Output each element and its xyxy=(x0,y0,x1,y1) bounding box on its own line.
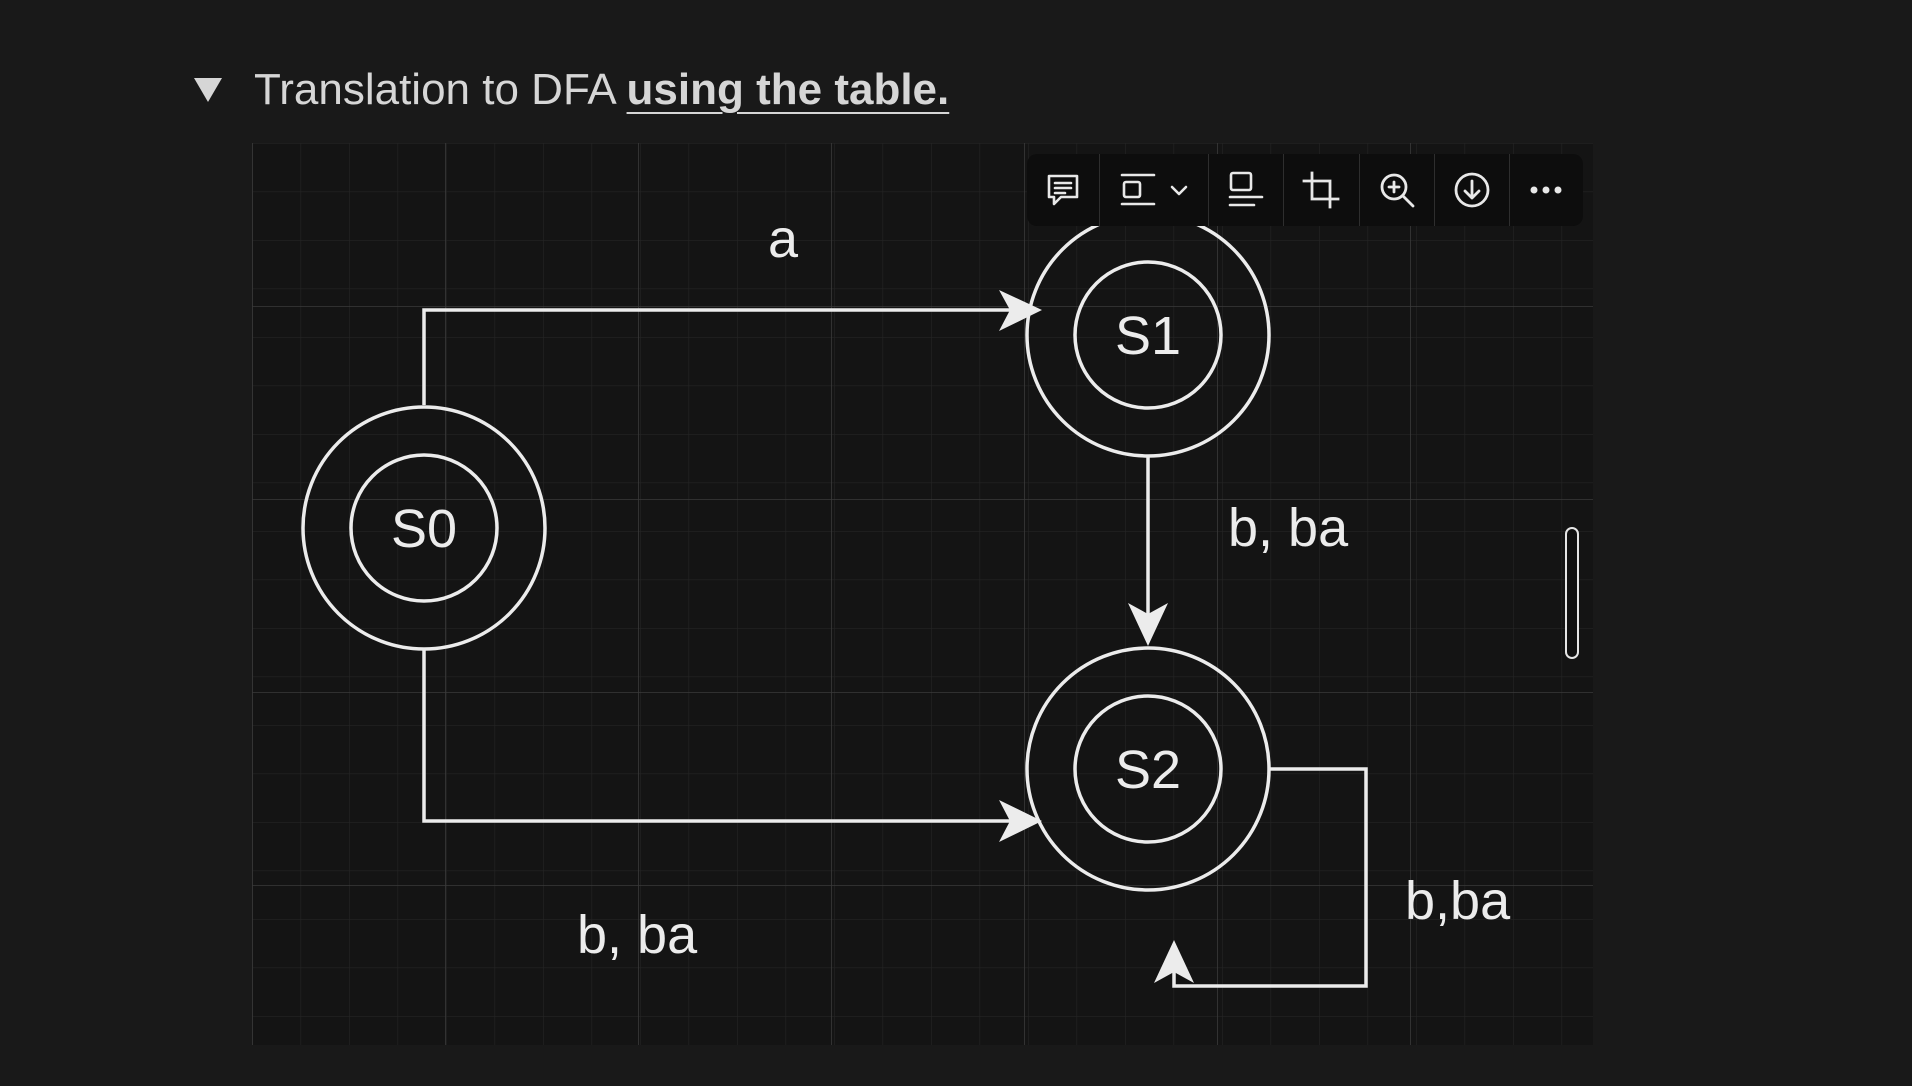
state-s0-label: S0 xyxy=(391,499,457,559)
state-s1-label: S1 xyxy=(1115,306,1181,366)
state-s1-inner xyxy=(1073,260,1223,410)
arrowhead-s0-s2 xyxy=(999,800,1042,842)
state-s0-inner xyxy=(349,453,499,603)
more-button[interactable] xyxy=(1510,154,1583,226)
comment-button[interactable] xyxy=(1027,154,1101,226)
comment-icon xyxy=(1047,174,1079,206)
heading-bold-link[interactable]: using the table. xyxy=(626,65,950,114)
state-s2-outer xyxy=(1025,646,1271,892)
edge-label-s0-s2: b, ba xyxy=(577,905,698,965)
edge-s2-loop xyxy=(1172,767,1368,988)
edge-s0-s1 xyxy=(422,308,1027,405)
toggle-block: Translation to DFA using the table. xyxy=(190,62,949,118)
align-dropdown-button[interactable] xyxy=(1100,154,1209,226)
more-icon xyxy=(1530,186,1562,194)
major-grid xyxy=(252,143,1593,1045)
arrowhead-s0-s1 xyxy=(999,290,1042,331)
state-s0-outer xyxy=(301,405,547,651)
edge-label-s0-s1: a xyxy=(768,209,799,269)
heading-plain-text: Translation to DFA xyxy=(254,65,627,114)
edge-s0-s2 xyxy=(422,650,1027,823)
caption-button[interactable] xyxy=(1209,154,1285,226)
dfa-diagram-image[interactable]: S0 S1 S2 a b, ba b, ba b,ba xyxy=(252,143,1593,1045)
zoom-in-icon xyxy=(1380,173,1415,208)
align-icon xyxy=(1120,173,1156,206)
crop-icon xyxy=(1302,171,1340,209)
edge-label-s1-s2: b, ba xyxy=(1228,498,1349,558)
download-button[interactable] xyxy=(1435,154,1510,226)
download-icon xyxy=(1454,172,1490,208)
crop-button[interactable] xyxy=(1284,154,1360,226)
caption-icon xyxy=(1228,171,1264,207)
state-s2-inner xyxy=(1073,694,1223,844)
zoom-button[interactable] xyxy=(1360,154,1436,226)
image-resize-handle[interactable] xyxy=(1565,527,1579,659)
arrowhead-s1-s2 xyxy=(1128,603,1168,646)
image-toolbar xyxy=(1027,154,1583,226)
arrowhead-s2-loop xyxy=(1154,940,1194,983)
toggle-triangle-icon[interactable] xyxy=(190,72,226,108)
state-s2-label: S2 xyxy=(1115,740,1181,800)
edge-label-s2-loop: b,ba xyxy=(1405,871,1511,931)
dfa-diagram-canvas: S0 S1 S2 a b, ba b, ba b,ba xyxy=(252,143,1593,1045)
chevron-down-icon xyxy=(1170,185,1188,196)
toggle-heading: Translation to DFA using the table. xyxy=(254,65,949,115)
